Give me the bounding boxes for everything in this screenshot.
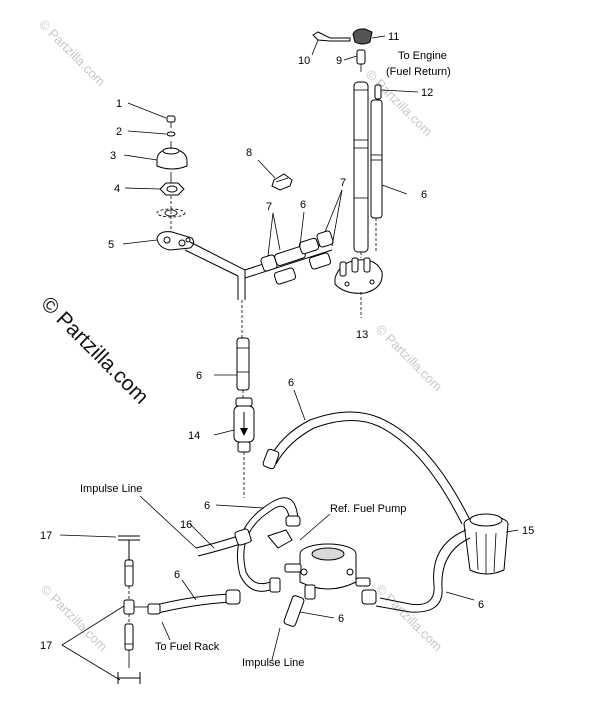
label-to-engine: To Engine [398, 50, 447, 62]
callout-12: 12 [421, 87, 433, 99]
callout-6h: 6 [338, 613, 344, 625]
callout-13: 13 [356, 329, 368, 341]
callout-2: 2 [116, 126, 122, 138]
cap-part-3 [156, 148, 188, 170]
label-impulse-line-top: Impulse Line [80, 483, 142, 495]
watermark-main: © Partzilla.com [36, 292, 152, 408]
callout-10: 10 [298, 55, 310, 67]
hose-part-6-lower [271, 595, 305, 661]
ref-fuel-pump [284, 543, 371, 600]
callout-6b: 6 [421, 189, 427, 201]
watermark-group: © Partzilla.com © Partzilla.com © Partzi… [36, 17, 446, 655]
screw-part-1 [166, 115, 176, 123]
callout-9: 9 [336, 55, 342, 67]
fuel-pickup-part-13 [334, 257, 383, 318]
cap-assembly [156, 115, 195, 251]
callout-7a: 7 [266, 201, 272, 213]
impulse-loop-hose [236, 497, 301, 593]
callout-1: 1 [116, 98, 122, 110]
callout-14: 14 [188, 430, 200, 442]
leader-lines [59, 35, 519, 681]
hose-part-16 [195, 528, 253, 557]
callout-3: 3 [110, 150, 116, 162]
fitting-part-9 [356, 49, 366, 65]
watermark-faint-3: © Partzilla.com [373, 322, 446, 395]
cap-part-11 [352, 28, 373, 45]
hose-part-6c [370, 99, 383, 219]
fitting-part-10 [312, 31, 351, 42]
clip-part-8 [271, 173, 293, 191]
t-fitting-assembly-17 [117, 535, 148, 684]
callout-17b: 17 [40, 640, 52, 652]
return-line-assembly [312, 28, 383, 258]
callout-6f: 6 [174, 569, 180, 581]
text-labels: To Engine (Fuel Return) Impulse Line Ref… [80, 50, 451, 669]
washer-part-2 [166, 131, 176, 137]
hose-segments-middle [260, 230, 334, 285]
hose-part-6b [353, 81, 369, 253]
callout-11: 11 [388, 31, 399, 43]
label-impulse-line-bottom: Impulse Line [242, 657, 304, 669]
watermark-faint-1: © Partzilla.com [36, 17, 109, 90]
fuel-rack-hose [147, 589, 241, 615]
callout-6d: 6 [288, 377, 294, 389]
watermark-faint-4: © Partzilla.com [373, 582, 446, 655]
label-to-fuel-rack: To Fuel Rack [155, 641, 220, 653]
callout-8: 8 [246, 147, 252, 159]
callout-6c: 6 [196, 370, 202, 382]
callout-4: 4 [114, 183, 120, 195]
callout-6g: 6 [478, 599, 484, 611]
callout-15: 15 [522, 525, 534, 537]
clamp-part-7b [316, 230, 334, 248]
callout-5: 5 [108, 239, 114, 251]
callout-numbers: 1 2 3 4 5 8 7 6 7 6 9 10 11 12 13 6 14 6… [40, 31, 534, 652]
callout-7b: 7 [340, 177, 346, 189]
callout-6a: 6 [300, 199, 306, 211]
center-fuel-line [233, 300, 255, 498]
tube-part-12 [374, 84, 382, 100]
hose-part-6d [236, 337, 250, 391]
label-fuel-return: (Fuel Return) [386, 66, 451, 78]
callout-16: 16 [180, 519, 192, 531]
callout-6e: 6 [204, 500, 210, 512]
label-ref-fuel-pump: Ref. Fuel Pump [330, 503, 406, 515]
callout-17a: 17 [40, 530, 52, 542]
main-supply-hose [262, 411, 509, 613]
